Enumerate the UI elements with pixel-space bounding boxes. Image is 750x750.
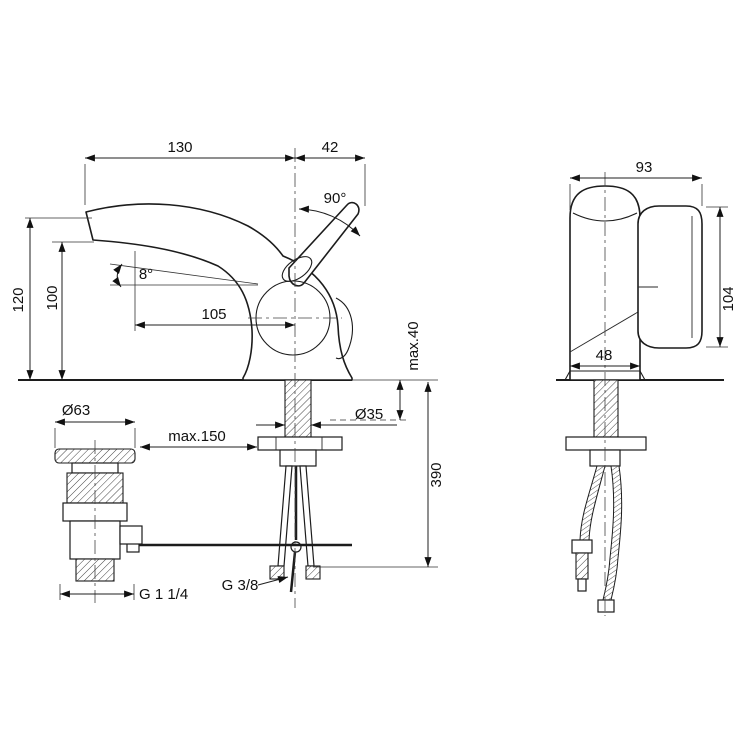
side-faucet-outline xyxy=(564,185,703,381)
dim-104-label: 104 xyxy=(720,286,737,311)
supply-fitting-left xyxy=(269,565,285,580)
popup-rod-lower xyxy=(289,551,297,593)
hose-fitting-hex xyxy=(571,539,593,554)
dim-390-label: 390 xyxy=(428,462,445,487)
dim-max40-label: max.40 xyxy=(405,321,422,370)
front-view xyxy=(18,201,438,593)
dim-48-label: 48 xyxy=(596,347,613,364)
popup-ball-joint xyxy=(290,541,302,553)
side-lever-outline xyxy=(637,205,703,349)
side-threaded-shank xyxy=(593,379,619,438)
thread-g114-label: G 1 1/4 xyxy=(139,586,188,603)
hose-fitting-tip xyxy=(577,578,587,592)
dim-120-label: 120 xyxy=(10,287,27,312)
waste-side-outlet xyxy=(119,525,143,545)
front-undermount-parts xyxy=(126,379,352,593)
dim-105-label: 105 xyxy=(201,306,226,323)
threaded-shank xyxy=(284,379,312,438)
dim-42-label: 42 xyxy=(322,139,339,156)
hose-right-end xyxy=(597,599,615,613)
hose-fitting-thread xyxy=(575,552,589,580)
dim-dia63-label: Ø63 xyxy=(62,402,90,419)
side-view xyxy=(556,185,724,613)
dimension-lines xyxy=(25,154,728,600)
dim-max150-label: max.150 xyxy=(168,428,226,445)
supply-hose-right xyxy=(602,465,623,601)
dim-dia35-label: Ø35 xyxy=(355,406,383,423)
supply-pipe-right xyxy=(299,465,315,567)
dimension-labels: 130 42 90° 8° 120 100 105 max.40 Ø35 Ø63… xyxy=(10,139,737,603)
supply-pipe-left xyxy=(277,465,293,567)
lever-handle-outline xyxy=(288,201,360,287)
body-back-edge xyxy=(335,297,353,360)
side-mounting-plate xyxy=(565,436,647,451)
mounting-nut xyxy=(279,449,317,467)
supply-hose-left xyxy=(579,465,606,541)
dim-130-label: 130 xyxy=(167,139,192,156)
thread-g38-label: G 3/8 xyxy=(222,577,259,594)
dim-93-label: 93 xyxy=(636,159,653,176)
front-faucet-outline xyxy=(85,201,360,381)
dim-100-label: 100 xyxy=(44,285,61,310)
centerlines xyxy=(94,148,606,616)
mounting-plate xyxy=(257,436,343,451)
waste-assembly xyxy=(54,448,143,582)
angle-90-label: 90° xyxy=(324,190,347,207)
side-undermount-parts xyxy=(565,379,647,613)
supply-fitting-right xyxy=(305,565,321,580)
angle-8-label: 8° xyxy=(139,266,153,283)
lever-dome xyxy=(281,256,313,282)
